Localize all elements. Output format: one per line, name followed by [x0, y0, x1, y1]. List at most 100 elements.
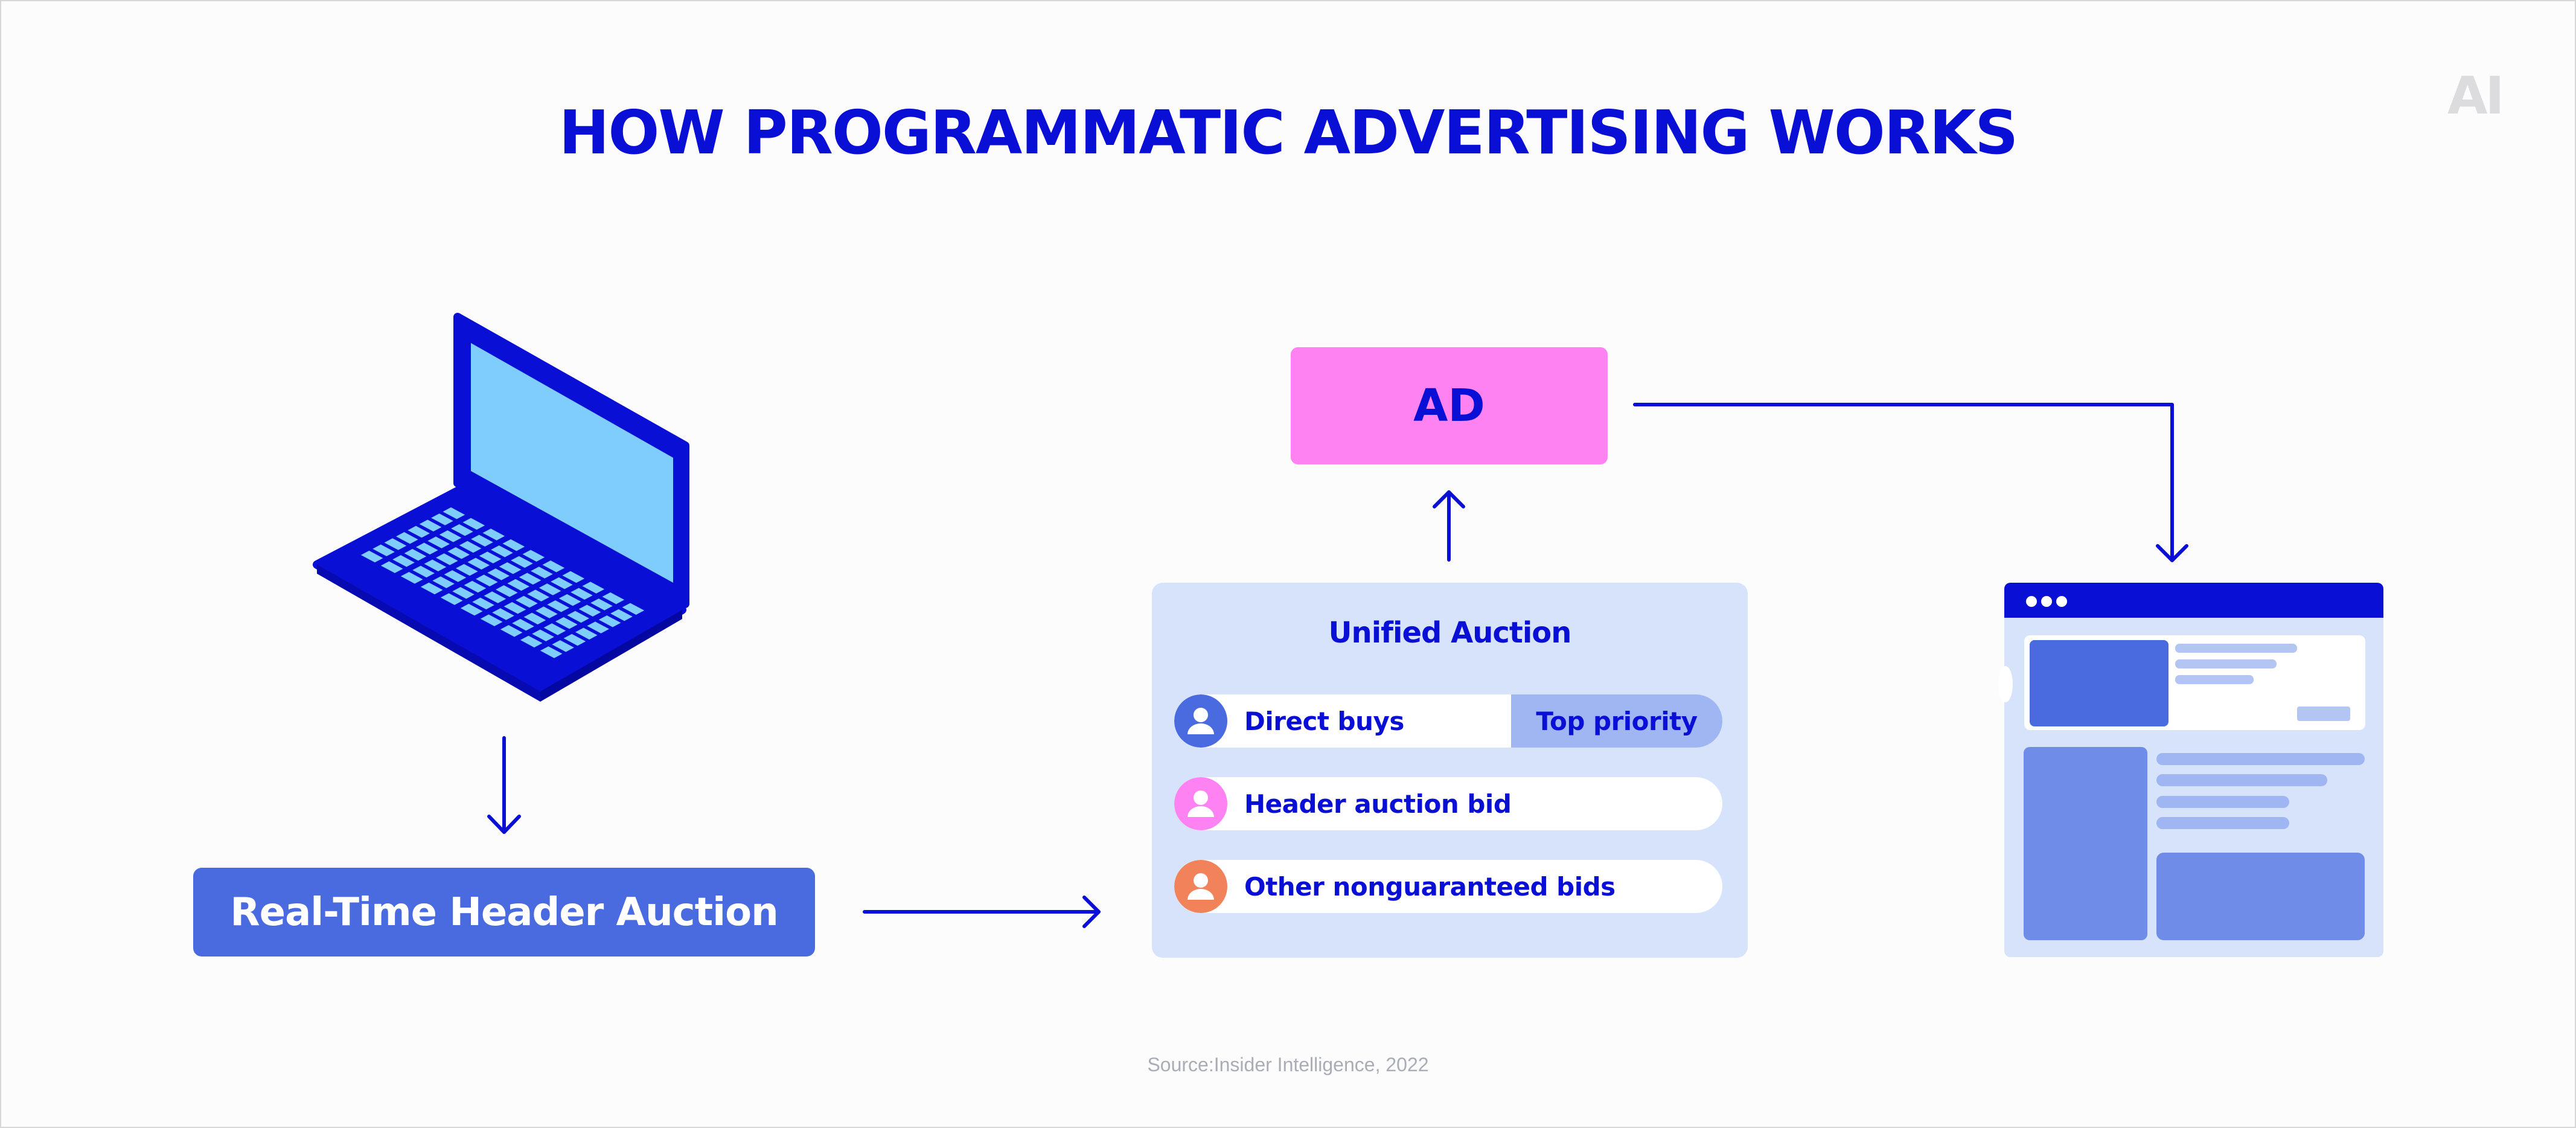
- laptop-key: [520, 635, 543, 648]
- ad-node: AD: [1291, 347, 1608, 464]
- laptop-key: [459, 540, 482, 553]
- laptop-key: [558, 594, 581, 606]
- laptop-key: [527, 589, 550, 602]
- laptop-key: [555, 617, 578, 629]
- auction-row-label: Header auction bid: [1244, 789, 1512, 819]
- arrow-rtha-to-auction: [863, 896, 1101, 928]
- laptop-key: [480, 614, 503, 627]
- user-icon: [1174, 777, 1227, 830]
- laptop-key: [540, 646, 563, 658]
- laptop-key: [532, 629, 554, 641]
- laptop-key: [427, 536, 450, 549]
- unified-auction-title: Unified Auction: [1328, 616, 1572, 650]
- laptop-key: [444, 570, 467, 582]
- laptop-key: [515, 595, 538, 608]
- laptop-key: [539, 583, 561, 595]
- laptop-key: [420, 582, 443, 595]
- laptop-key: [602, 592, 625, 604]
- laptop-key: [460, 603, 483, 616]
- unified-auction-panel: Unified Auction Direct buys Top priority…: [1152, 583, 1748, 958]
- laptop-key: [503, 602, 526, 614]
- brand-logo: AI: [2447, 66, 2505, 126]
- arrow-ad-to-webpage: [1633, 403, 2188, 562]
- laptop-key: [511, 556, 533, 568]
- laptop-key: [372, 544, 395, 557]
- laptop-key: [575, 627, 598, 640]
- auction-row-direct-buys: Direct buys Top priority: [1174, 694, 1722, 748]
- laptop-key: [452, 587, 475, 599]
- laptop-key: [471, 534, 493, 547]
- laptop-key: [500, 625, 523, 637]
- laptop-key: [419, 519, 442, 532]
- laptop-key: [523, 612, 546, 625]
- laptop-key: [535, 606, 558, 618]
- user-icon: [1174, 694, 1227, 748]
- auction-row-other-bids: Other nonguaranteed bids: [1174, 860, 1722, 913]
- laptop-key: [484, 591, 507, 603]
- laptop-key: [570, 588, 593, 600]
- laptop-key: [455, 563, 478, 576]
- auction-row-header-auction-bid: Header auction bid: [1174, 777, 1722, 830]
- laptop-key: [443, 507, 465, 519]
- laptop-key: [415, 542, 438, 555]
- laptop-key: [464, 580, 487, 593]
- page-title: HOW PROGRAMMATIC ADVERTISING WORKS: [558, 97, 2019, 168]
- laptop-key: [392, 555, 415, 567]
- laptop-key: [407, 525, 430, 538]
- laptop-key: [491, 545, 513, 557]
- laptop-key: [551, 577, 573, 589]
- laptop-key: [622, 603, 645, 615]
- laptop-key: [384, 538, 407, 550]
- laptop-key: [519, 572, 542, 585]
- laptop-key: [578, 604, 601, 617]
- laptop-key: [531, 566, 553, 578]
- laptop-key: [598, 615, 621, 627]
- real-time-header-auction-node: Real-Time Header Auction: [193, 868, 815, 957]
- auction-row-label: Direct buys: [1244, 706, 1404, 736]
- laptop-key: [467, 557, 490, 570]
- laptop-key: [563, 633, 586, 646]
- laptop-key: [587, 621, 610, 633]
- laptop-key: [380, 561, 403, 574]
- laptop-key: [487, 568, 510, 580]
- laptop-key: [462, 518, 485, 530]
- arrow-laptop-to-rtha: [487, 736, 521, 834]
- laptop-key: [404, 549, 427, 561]
- laptop-key: [507, 578, 530, 591]
- laptop-key: [590, 598, 613, 610]
- laptop-key: [439, 530, 462, 542]
- laptop-key: [360, 550, 383, 563]
- laptop-key: [552, 640, 574, 652]
- laptop-icon: [313, 313, 689, 702]
- source-caption: Source:Insider Intelligence, 2022: [1147, 1054, 1429, 1075]
- arrow-auction-to-ad: [1433, 490, 1465, 562]
- laptop-key: [475, 574, 498, 587]
- auction-row-label: Other nonguaranteed bids: [1244, 871, 1616, 902]
- laptop-key: [424, 559, 447, 572]
- laptop-key: [492, 608, 514, 620]
- laptop-key: [432, 576, 455, 588]
- laptop-key: [567, 610, 590, 623]
- laptop-key: [479, 551, 502, 563]
- laptop-key: [610, 609, 633, 621]
- laptop-key: [543, 623, 566, 635]
- laptop-key: [395, 532, 418, 544]
- laptop-key: [431, 513, 453, 525]
- laptop-key: [451, 524, 473, 536]
- laptop-key: [400, 572, 423, 584]
- laptop-key: [495, 585, 518, 597]
- laptop-key: [582, 582, 605, 594]
- laptop-key: [547, 600, 570, 612]
- laptop-key: [472, 597, 494, 610]
- laptop-key: [499, 562, 522, 574]
- laptop-key: [502, 539, 525, 551]
- laptop-key: [435, 553, 458, 565]
- priority-tag: Top priority: [1511, 694, 1722, 748]
- laptop-key: [440, 593, 463, 605]
- laptop-key: [412, 565, 435, 578]
- laptop-key: [522, 550, 545, 562]
- laptop-key: [512, 618, 534, 631]
- laptop-key: [542, 560, 565, 572]
- laptop-key: [447, 547, 470, 559]
